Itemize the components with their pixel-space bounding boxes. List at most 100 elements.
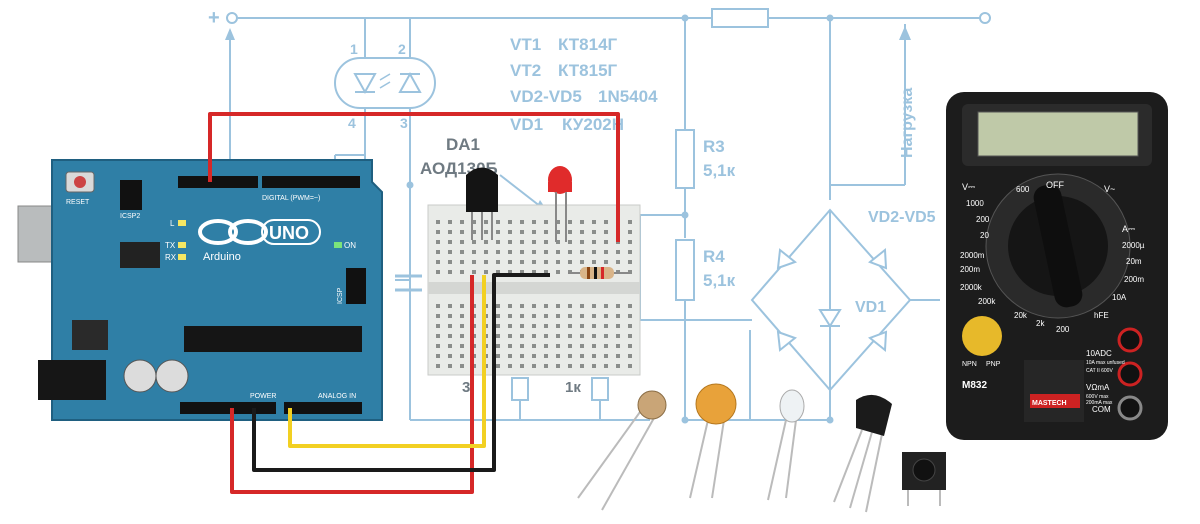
icsp2-label: ICSP2 — [120, 213, 140, 220]
breadboard-hole — [448, 260, 452, 264]
breadboard-hole — [520, 220, 524, 224]
breadboard-hole — [580, 304, 584, 308]
breadboard-hole — [448, 240, 452, 244]
breadboard-hole — [460, 230, 464, 234]
breadboard-hole — [592, 364, 596, 368]
range-label: 2000µ — [1122, 241, 1145, 250]
jack-10a[interactable] — [1117, 327, 1143, 353]
breadboard-hole — [544, 220, 548, 224]
breadboard-hole — [448, 364, 452, 368]
range-label: A⎓ — [1122, 224, 1135, 234]
range-label: 200m — [960, 265, 980, 274]
breadboard-hole — [508, 220, 512, 224]
warning-text: 600V max — [1086, 394, 1109, 400]
breadboard-hole — [604, 314, 608, 318]
breadboard-hole — [568, 354, 572, 358]
breadboard-hole — [508, 230, 512, 234]
supply-plus-terminal — [226, 12, 238, 24]
breadboard-hole — [532, 314, 536, 318]
pin-fragment: 3 — [462, 379, 470, 396]
range-label: V~ — [1104, 184, 1115, 194]
breadboard-hole — [484, 270, 488, 274]
breadboard-hole — [568, 260, 572, 264]
breadboard-hole — [472, 270, 476, 274]
breadboard-hole — [436, 354, 440, 358]
breadboard-hole — [580, 354, 584, 358]
breadboard-hole — [592, 240, 596, 244]
warning-text: CAT II 600V — [1086, 368, 1113, 374]
parts-list: VT1 КТ814Г VT2 КТ815Г VD2-VD5 1N5404 VD1… — [510, 35, 658, 134]
jack-label-com: COM — [1092, 405, 1111, 414]
capacitor — [155, 359, 189, 393]
breadboard-hole — [484, 260, 488, 264]
breadboard-hole — [472, 240, 476, 244]
breadboard-hole — [616, 344, 620, 348]
breadboard-hole — [520, 354, 524, 358]
breadboard-hole — [460, 220, 464, 224]
breadboard-hole — [604, 250, 608, 254]
breadboard-hole — [556, 250, 560, 254]
hfe-socket[interactable] — [962, 316, 1002, 356]
breadboard-hole — [568, 220, 572, 224]
breadboard-hole — [544, 304, 548, 308]
breadboard-hole — [448, 344, 452, 348]
icsp-header — [346, 268, 366, 304]
wires — [208, 112, 620, 494]
breadboard-hole — [628, 220, 632, 224]
jack-label-10adc: 10ADC — [1086, 349, 1112, 358]
breadboard-hole — [556, 220, 560, 224]
clear-led — [767, 389, 805, 501]
breadboard-hole — [496, 240, 500, 244]
breadboard-hole — [460, 260, 464, 264]
breadboard-hole — [616, 314, 620, 318]
red-led — [548, 166, 572, 242]
mastech-badge — [1030, 394, 1080, 408]
breadboard-hole — [436, 314, 440, 318]
breadboard-hole — [460, 240, 464, 244]
breadboard-hole — [520, 230, 524, 234]
breadboard-hole — [592, 334, 596, 338]
range-label: 2k — [1036, 319, 1045, 328]
breadboard-hole — [592, 324, 596, 328]
breadboard-hole — [436, 230, 440, 234]
breadboard-hole — [484, 230, 488, 234]
led-label-l: L — [170, 219, 175, 228]
bottom-resistor-left — [511, 377, 529, 401]
socket-pnp: PNP — [986, 361, 1001, 368]
arduino-brand: Arduino — [203, 251, 241, 263]
bridge-label: VD2-VD5 — [868, 209, 936, 226]
breadboard-hole — [580, 250, 584, 254]
breadboard-hole — [460, 304, 464, 308]
breadboard-hole — [520, 344, 524, 348]
capacitor — [123, 359, 157, 393]
opto-pin-2: 2 — [398, 41, 406, 57]
breadboard-hole — [544, 240, 548, 244]
breadboard-hole — [568, 334, 572, 338]
breadboard-hole — [508, 260, 512, 264]
breadboard-hole — [580, 260, 584, 264]
dial-knob[interactable] — [1031, 182, 1084, 309]
breadboard-hole — [556, 364, 560, 368]
breadboard-hole — [508, 304, 512, 308]
breadboard-hole — [592, 220, 596, 224]
breadboard-hole — [460, 354, 464, 358]
breadboard-hole — [532, 364, 536, 368]
range-label: 2000k — [960, 283, 983, 292]
breadboard-hole — [628, 314, 632, 318]
breadboard-hole — [544, 344, 548, 348]
breadboard-hole — [556, 304, 560, 308]
jack-vohm[interactable] — [1117, 361, 1143, 387]
breadboard-hole — [604, 260, 608, 264]
part-ref: VD2-VD5 — [510, 87, 582, 106]
range-label: 20k — [1014, 311, 1028, 320]
multimeter — [946, 92, 1168, 440]
jack-com[interactable] — [1117, 395, 1143, 421]
breadboard-hole — [568, 240, 572, 244]
breadboard-hole — [580, 314, 584, 318]
breadboard-hole — [556, 260, 560, 264]
breadboard-hole — [436, 364, 440, 368]
breadboard-hole — [508, 240, 512, 244]
warning-text: 200mA max — [1086, 400, 1113, 406]
power-header-label: POWER — [250, 393, 276, 400]
breadboard-hole — [496, 344, 500, 348]
